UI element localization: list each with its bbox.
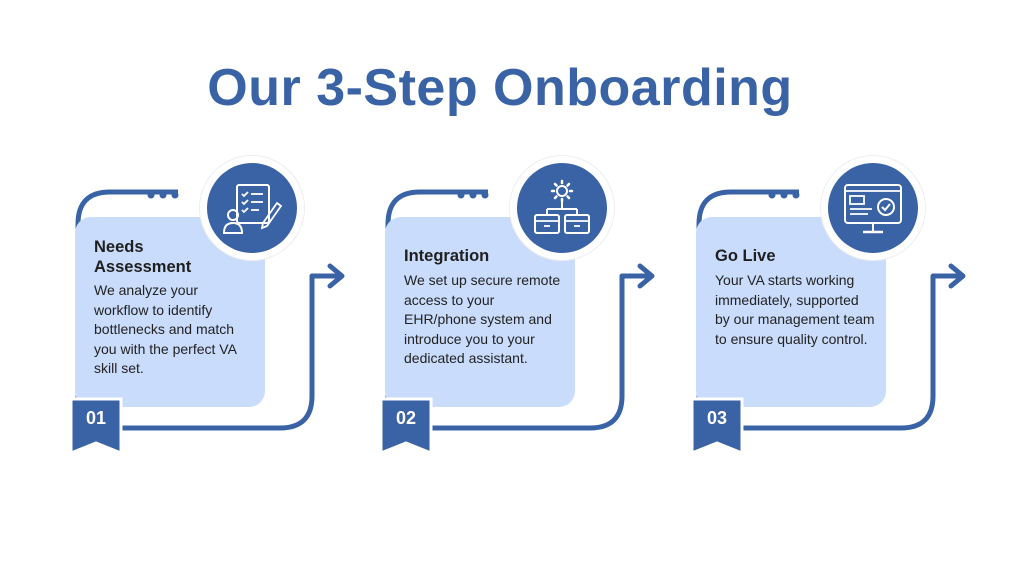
step-frame [385,189,655,431]
step-number: 01 [85,408,107,428]
gear-network-icon [534,179,590,234]
monitor-check-icon [844,184,902,234]
dots-decoration [768,191,800,199]
step-3: Go Live Your VA starts working immediate… [671,150,971,460]
step-icon-badge [510,156,614,260]
step-frame [696,189,966,431]
step-number-badge [379,397,433,456]
page-title: Our 3-Step Onboarding [207,59,793,117]
step-frame [75,189,345,431]
step-number-badge [690,397,744,456]
dots-decoration [147,191,179,199]
step-title: Needs Assessment [94,238,192,276]
step-description: We analyze your workflow to identify bot… [94,282,237,376]
step-number-badge [69,397,123,456]
checklist-person-icon [222,184,283,234]
step-1: Needs Assessment We analyze your workflo… [50,150,350,460]
dots-decoration [457,191,489,199]
step-description: We set up secure remote access to your E… [404,272,561,366]
step-number: 03 [706,408,728,428]
step-title: Go Live [715,247,776,265]
step-description: Your VA starts working immediately, supp… [715,272,875,347]
step-icon-badge [200,156,304,260]
step-title: Integration [404,247,490,265]
step-icon-badge [821,156,925,260]
step-number: 02 [395,408,417,428]
step-2: Integration We set up secure remote acce… [360,150,660,460]
